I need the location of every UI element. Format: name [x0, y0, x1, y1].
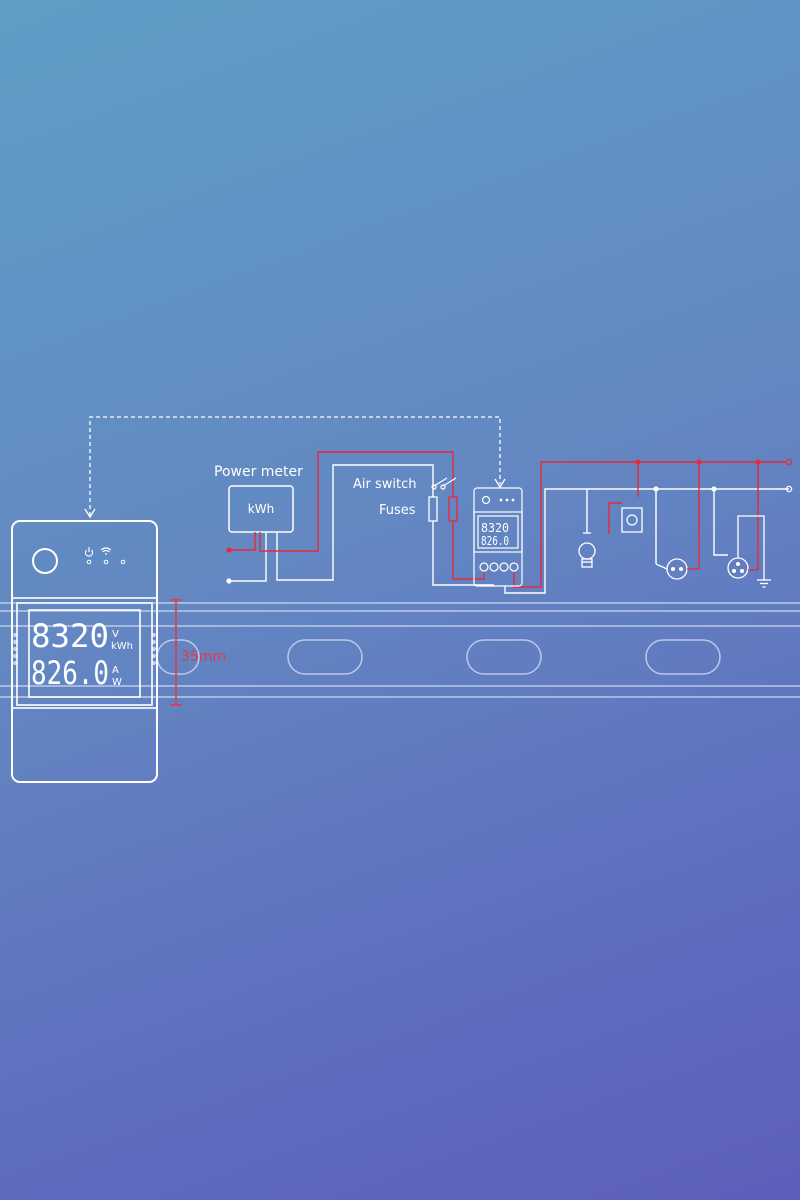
neutral-output-terminal	[785, 485, 793, 493]
junction-dot	[711, 486, 717, 492]
device-vent-left	[13, 633, 17, 665]
junction-dot	[696, 459, 702, 465]
rail-slot	[287, 639, 363, 675]
socket-2pin-wire	[655, 563, 668, 570]
rail-slot	[645, 639, 721, 675]
wifi-led	[103, 559, 109, 565]
display-line-1: 8320	[31, 617, 109, 655]
status-led	[120, 559, 126, 565]
neutral-wiring	[229, 464, 789, 594]
air-switch-icon	[431, 477, 457, 490]
rail-slot	[466, 639, 542, 675]
junction-dot	[755, 459, 761, 465]
wall-switch-icon	[621, 507, 643, 533]
kwh-meter-label: kWh	[248, 502, 274, 516]
dashed-pointer	[89, 416, 501, 516]
installed-module	[473, 487, 523, 587]
power-meter-device	[11, 520, 158, 783]
display-unit-volt: V	[112, 629, 119, 640]
din-height-label: 35mm	[181, 649, 226, 665]
kwh-meter-box	[228, 485, 294, 533]
module-display-line-1: 8320	[481, 521, 509, 535]
wifi-icon-dot	[105, 553, 107, 555]
device-rail-band	[11, 597, 158, 709]
display-unit-watt: W	[112, 677, 122, 688]
fuse-neutral	[428, 496, 438, 522]
wall-switch-knob	[626, 514, 638, 526]
display-bezel	[16, 602, 153, 706]
socket-3pin-icon	[727, 557, 749, 579]
fuses-label: Fuses	[379, 503, 416, 518]
ground-icon	[757, 579, 771, 588]
power-meter-label: Power meter	[214, 464, 303, 480]
junction-dot	[635, 459, 641, 465]
display-screen	[28, 609, 141, 698]
earth-wire	[737, 515, 765, 580]
live-output-terminal	[785, 458, 793, 466]
display-line-2: 826.0	[31, 654, 109, 692]
module-display-line-2: 826.0	[481, 534, 509, 548]
live-input-terminal	[226, 547, 232, 553]
display-unit-kwh: kWh	[111, 641, 133, 652]
socket-2pin-icon	[666, 558, 688, 580]
power-icon	[84, 547, 94, 557]
device-button	[32, 548, 58, 574]
wifi-icon	[100, 547, 112, 553]
arrow-down-icon	[84, 508, 96, 519]
power-led	[86, 559, 92, 565]
air-switch-label: Air switch	[353, 477, 416, 492]
device-vent-right	[152, 633, 156, 665]
fuse-live	[448, 496, 458, 522]
light-bulb-icon	[578, 532, 596, 568]
junction-dot	[653, 486, 659, 492]
arrow-down-icon	[494, 478, 506, 489]
display-unit-amp: A	[112, 665, 119, 676]
neutral-input-terminal	[226, 578, 232, 584]
din-height-dimension	[170, 599, 182, 706]
